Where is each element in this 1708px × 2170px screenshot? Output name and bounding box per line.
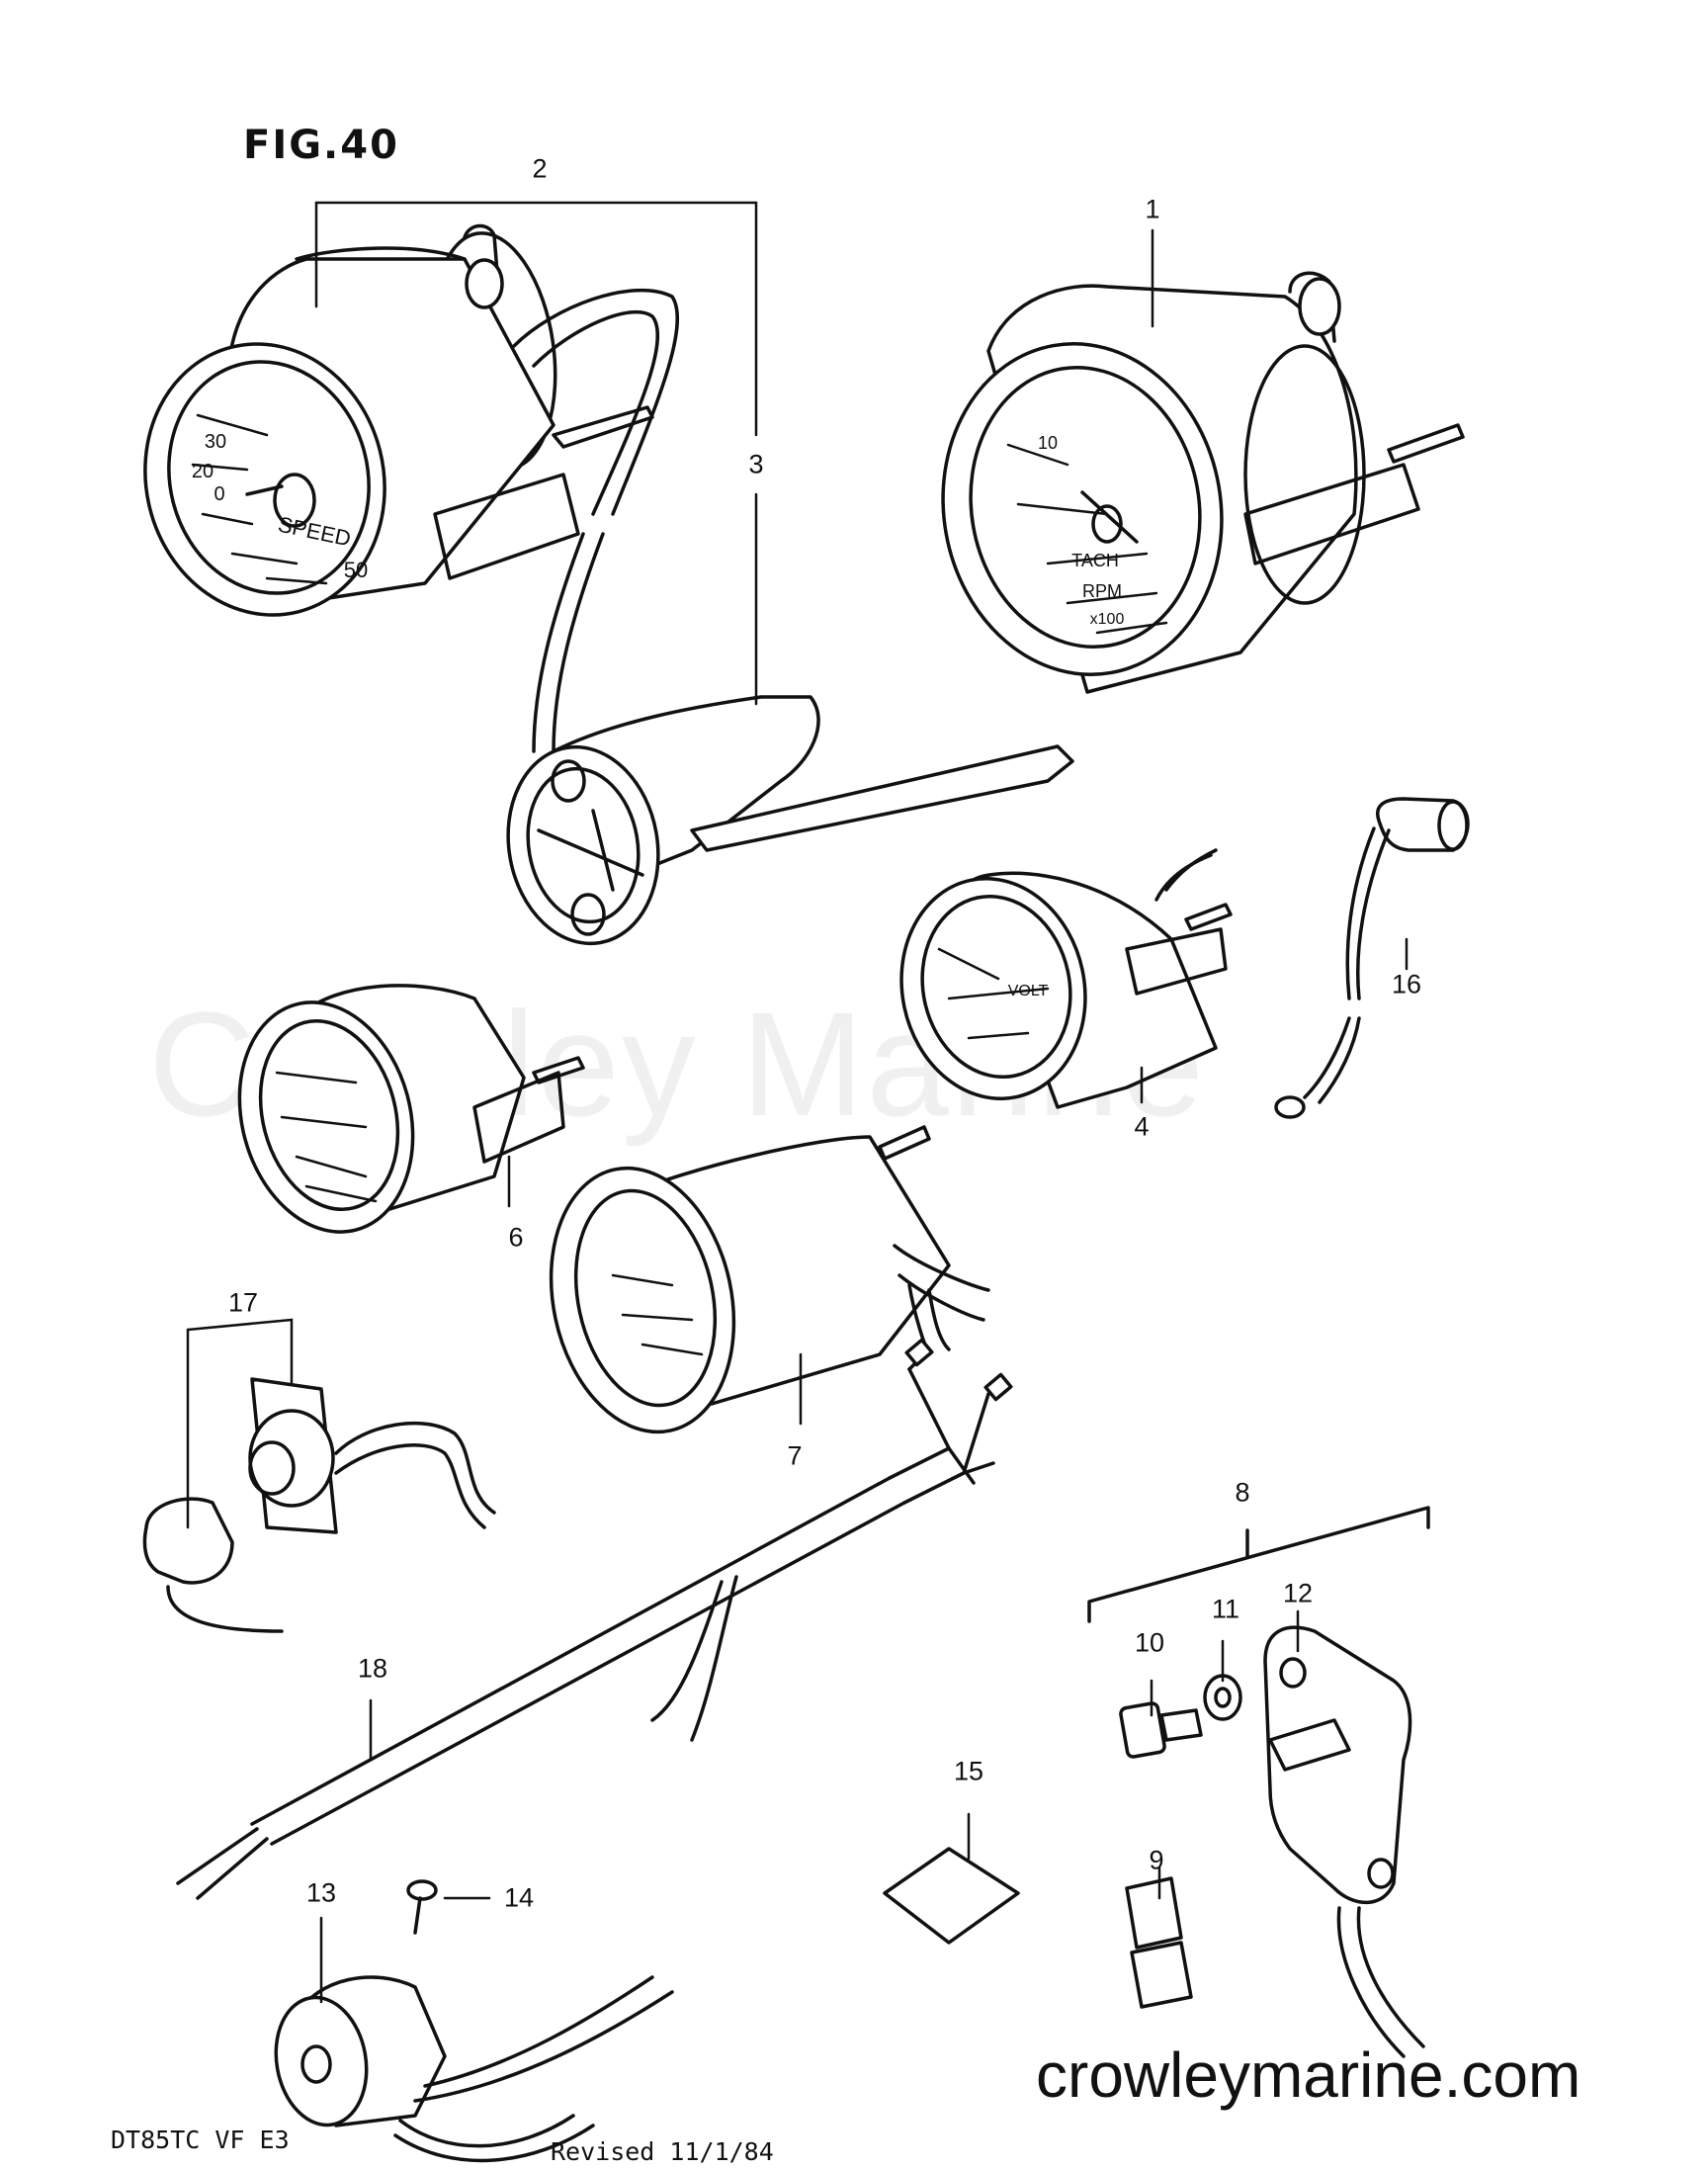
- speedometer-dial-20: 20: [191, 461, 214, 482]
- part-4-voltmeter-drawing: [899, 848, 1233, 1109]
- callout-2: 2: [532, 153, 548, 184]
- callout-8: 8: [1235, 1477, 1250, 1508]
- callout-6: 6: [508, 1222, 524, 1253]
- part-2-speedometer-drawing: [143, 223, 654, 617]
- callout-1: 1: [1145, 194, 1160, 224]
- speedometer-dial-0: 0: [214, 483, 225, 505]
- callout-4: 4: [1134, 1111, 1150, 1142]
- callout-9: 9: [1149, 1845, 1164, 1875]
- revision-date: Revised 11/1/84: [551, 2137, 774, 2166]
- tachometer-dial-10: 10: [1037, 433, 1059, 453]
- voltmeter-dial-volt: VOLT: [1007, 983, 1049, 999]
- callout-14: 14: [503, 1882, 535, 1913]
- leader-lines: [186, 201, 1409, 2004]
- part-1-tachometer-drawing: [941, 271, 1465, 694]
- part-18-harness-drawing: [176, 1338, 1013, 1900]
- part-12-sender-drawing: [1263, 1625, 1425, 2058]
- website-label: crowleymarine.com: [1036, 2040, 1581, 2111]
- callout-10: 10: [1134, 1627, 1165, 1658]
- part-11-washer-drawing: [1203, 1674, 1242, 1721]
- tachometer-dial-tach: TACH: [1071, 551, 1119, 570]
- part-13-buzzer-drawing: [274, 1975, 674, 2163]
- part-14-screw-drawing: [406, 1879, 438, 1935]
- speedometer-dial-30: 30: [204, 431, 227, 453]
- figure-title: FIG.40: [243, 123, 399, 168]
- part-16-pad-drawing: [883, 1847, 1020, 1945]
- callout-3: 3: [748, 449, 764, 479]
- part-8-bracket: [1087, 1506, 1430, 1623]
- part-7-gauge-drawing: [549, 1125, 990, 1434]
- part-3-trim-meter-drawing: [506, 288, 1074, 946]
- part-10-bolt-drawing: [1119, 1701, 1203, 1759]
- callout-11: 11: [1211, 1594, 1240, 1624]
- callout-18: 18: [357, 1653, 388, 1684]
- model-code: DT85TC VF E3: [111, 2126, 290, 2154]
- callout-7: 7: [787, 1440, 803, 1471]
- part-17-key-switch-drawing: [142, 1377, 496, 1633]
- tachometer-dial-x100: x100: [1089, 611, 1125, 628]
- callout-17: 17: [227, 1287, 259, 1318]
- speedometer-dial-50: 50: [343, 558, 369, 582]
- part-9-clip-drawing: [1125, 1876, 1193, 2009]
- callout-13: 13: [305, 1877, 337, 1908]
- part-15-bulb-socket-drawing: [1274, 797, 1470, 1119]
- tachometer-dial-rpm: RPM: [1082, 581, 1122, 601]
- callout-16: 15: [953, 1756, 984, 1786]
- part-6-gauge-drawing: [237, 984, 585, 1234]
- callout-12: 12: [1282, 1578, 1314, 1608]
- callout-15: 16: [1391, 969, 1422, 999]
